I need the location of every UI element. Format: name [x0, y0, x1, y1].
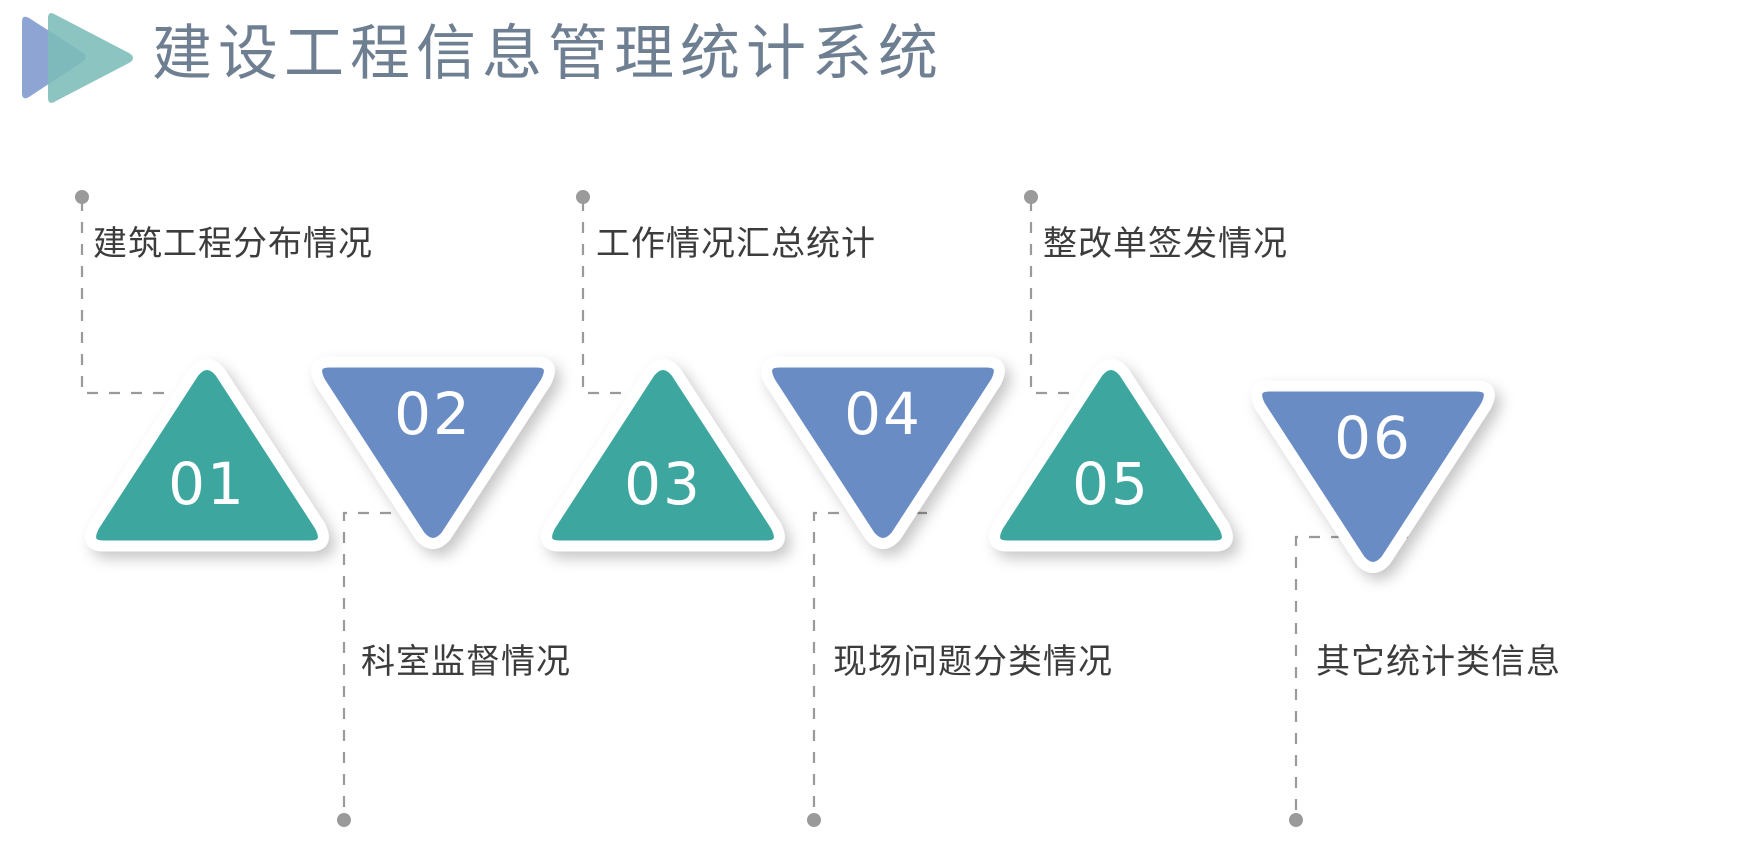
step-label-01[interactable]: 建筑工程分布情况 — [93, 224, 373, 264]
connector-06 — [1294, 535, 1408, 816]
triangle-up-teal-03 — [541, 359, 785, 552]
connector-04 — [812, 511, 927, 816]
connector-dot-06 — [1289, 813, 1303, 827]
connector-dot-04 — [807, 813, 821, 827]
step-label-04[interactable]: 现场问题分类情况 — [833, 642, 1113, 682]
triangle-down-blue-02 — [311, 356, 555, 549]
connector-dot-03 — [576, 190, 590, 204]
step-label-05[interactable]: 整改单签发情况 — [1043, 224, 1288, 264]
connector-dot-02 — [337, 813, 351, 827]
step-shape-06[interactable]: 06 — [1228, 364, 1518, 584]
page-title: 建设工程信息管理统计系统 — [152, 19, 944, 89]
triangle-down-blue-04 — [761, 356, 1005, 549]
triangle-up-teal-05 — [989, 359, 1233, 552]
triangle-down-blue-06 — [1251, 380, 1495, 573]
step-shape-05[interactable]: 05 — [966, 348, 1256, 568]
triangle-up-teal-01 — [85, 359, 329, 552]
connector-02 — [342, 511, 457, 816]
connector-endpoint-dots — [75, 190, 1303, 827]
play-triangles-logo — [8, 8, 138, 108]
connector-01 — [80, 200, 196, 395]
step-label-02[interactable]: 科室监督情况 — [361, 642, 571, 682]
step-label-03[interactable]: 工作情况汇总统计 — [596, 224, 876, 264]
logo-shape-teal — [48, 13, 133, 103]
step-label-06[interactable]: 其它统计类信息 — [1316, 642, 1561, 682]
header: 建设工程信息管理统计系统 — [0, 0, 1740, 120]
connector-dot-01 — [75, 190, 89, 204]
connector-dot-05 — [1024, 190, 1038, 204]
